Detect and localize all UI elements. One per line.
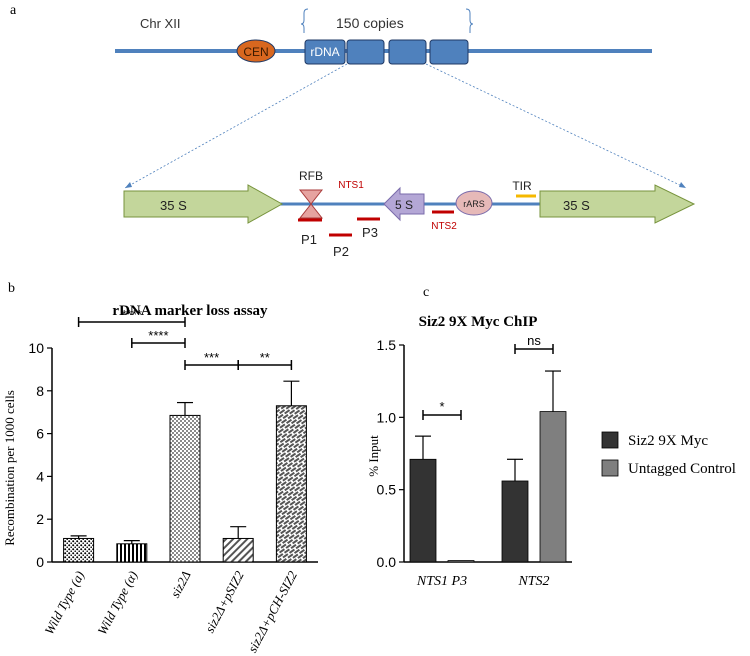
rdna-unit-1 bbox=[304, 39, 346, 65]
probe-p3-label: P3 bbox=[362, 225, 378, 240]
chart-b-sig-label: **** bbox=[122, 307, 142, 322]
chart-c-category-label: NTS1 P3 bbox=[416, 574, 467, 589]
chart-c-bar bbox=[539, 411, 567, 563]
chart-b-ytick-label: 8 bbox=[36, 383, 44, 399]
chart-c-legend-label: Siz2 9X Myc bbox=[628, 433, 708, 449]
rfb-label: RFB bbox=[299, 169, 323, 183]
rfb-icon bbox=[298, 189, 324, 219]
panel-a-label: a bbox=[10, 3, 17, 18]
panel-a: a Chr XII 150 copies CEN rDNA 35 S 35 S bbox=[10, 3, 696, 259]
chart-c-legend-swatch bbox=[601, 459, 619, 477]
probe-p1-label: P1 bbox=[301, 232, 317, 247]
chart-b-category-label: Wild Type (a) bbox=[41, 568, 87, 637]
chart-b-category-label: siz2Δ bbox=[167, 568, 193, 600]
chart-b-bar bbox=[63, 537, 95, 563]
panel-b-label: b bbox=[8, 281, 15, 296]
cen-ellipse bbox=[236, 39, 276, 63]
rars-label: rARS bbox=[463, 199, 485, 209]
gene-5s-label: 5 S bbox=[395, 198, 413, 212]
chart-b-sig-label: ** bbox=[260, 350, 270, 365]
zoom-arrow-left bbox=[125, 182, 132, 188]
cen-label: CEN bbox=[243, 45, 268, 59]
chart-c-ytick-label: 0.5 bbox=[377, 482, 397, 498]
chart-b-ylabel: Recombination per 1000 cells bbox=[2, 390, 17, 546]
zoom-line-right bbox=[425, 63, 687, 189]
chart-b-bar bbox=[275, 405, 307, 563]
chart-c-ylabel: % Input bbox=[366, 435, 381, 477]
panel-c: c Siz2 9X Myc ChIP % Input 0.0 0.5 1.0 1.5N… bbox=[366, 285, 736, 589]
chart-b-sig-label: **** bbox=[148, 328, 168, 343]
chart-b-category-label: siz2Δ+pSIZ2 bbox=[202, 568, 247, 635]
chart-b-title: rDNA marker loss assay bbox=[112, 303, 268, 319]
panel-c-label: c bbox=[423, 285, 429, 300]
chart-c-sig-label: ns bbox=[527, 333, 541, 348]
rdna-unit-3 bbox=[388, 39, 427, 65]
chart-b-bar bbox=[169, 414, 201, 563]
chart-c-legend-label: Untagged Control bbox=[628, 461, 736, 477]
rdna-unit-4 bbox=[429, 39, 469, 65]
chart-b-ytick-label: 2 bbox=[36, 511, 44, 527]
zoom-arrow-right bbox=[679, 182, 686, 188]
chart-b-ytick-label: 4 bbox=[36, 468, 44, 484]
chart-c-bar bbox=[501, 480, 529, 563]
chart-c-legend-swatch bbox=[601, 431, 619, 449]
chart-b-ytick-label: 0 bbox=[36, 554, 44, 570]
chart-b-ytick-label: 6 bbox=[36, 426, 44, 442]
chart-c-ytick-label: 0.0 bbox=[377, 554, 397, 570]
chart-b-bar bbox=[222, 537, 254, 563]
gene-35s-left bbox=[123, 184, 284, 224]
rars-ellipse bbox=[455, 190, 493, 216]
chart-c-title: Siz2 9X Myc ChIP bbox=[419, 314, 538, 330]
gene-5s bbox=[383, 186, 425, 222]
copies-label: 150 copies bbox=[336, 15, 404, 31]
rdna-unit-2 bbox=[346, 39, 385, 65]
chart-b-bar bbox=[116, 543, 148, 563]
chart-c-ytick-label: 1.5 bbox=[377, 337, 397, 353]
chart-c-bar bbox=[409, 458, 437, 563]
gene-35s-left-label: 35 S bbox=[160, 198, 187, 213]
chart-c-bar bbox=[447, 560, 475, 563]
chart-b-category-label: siz2Δ+pCH-SIZ2 bbox=[245, 568, 301, 655]
panel-b: b rDNA marker loss assay Recombination p… bbox=[2, 281, 318, 655]
chart-b-category-label: Wild Type (α) bbox=[94, 568, 140, 637]
chart-b-ytick-label: 10 bbox=[28, 340, 44, 356]
gene-35s-right bbox=[539, 184, 696, 224]
chr-label: Chr XII bbox=[140, 16, 180, 31]
chart-c-ytick-label: 1.0 bbox=[377, 409, 397, 425]
chart-b-sig-label: *** bbox=[204, 350, 219, 365]
brace-right bbox=[465, 8, 474, 33]
tir-label: TIR bbox=[512, 179, 532, 193]
probe-p2-label: P2 bbox=[333, 244, 349, 259]
nts2-label: NTS2 bbox=[431, 221, 457, 232]
chart-c-category-label: NTS2 bbox=[517, 574, 549, 589]
rdna-label: rDNA bbox=[310, 45, 339, 59]
chart-c-sig-label: * bbox=[439, 399, 444, 414]
gene-35s-right-label: 35 S bbox=[563, 198, 590, 213]
nts1-label: NTS1 bbox=[338, 180, 364, 191]
brace-left bbox=[300, 8, 309, 33]
